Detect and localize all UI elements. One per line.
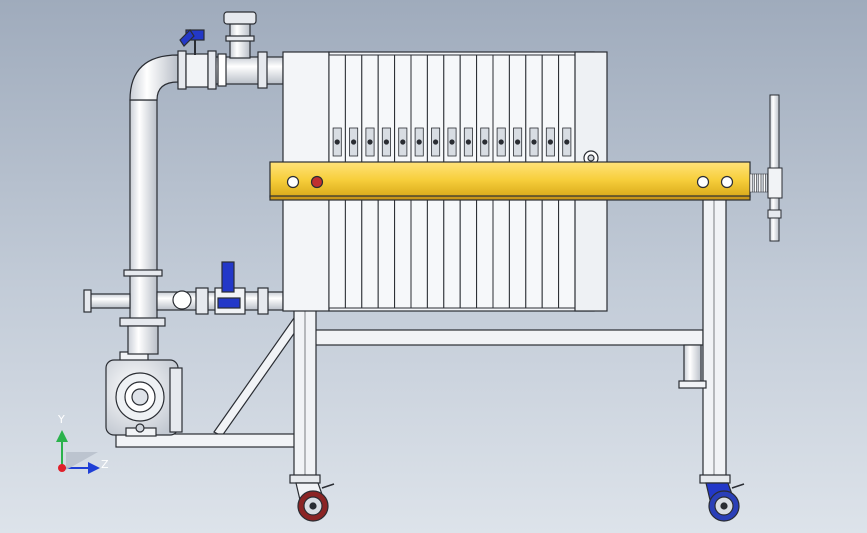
screw-thread: [758, 173, 762, 193]
screw-thread: [765, 173, 768, 193]
axis-z-label: Z: [101, 458, 109, 471]
screw-thread: [751, 173, 755, 193]
plate-handle-bolt: [433, 139, 439, 145]
vent-cap: [223, 11, 257, 25]
cross-bar: [299, 329, 704, 346]
clamp-ring: [172, 290, 192, 310]
diagonal-brace: [213, 317, 301, 437]
screw-thread: [762, 173, 766, 193]
riser-flange: [119, 317, 166, 327]
plate-handle-bolt: [465, 139, 471, 145]
plate-handle-bolt: [564, 139, 570, 145]
beam-indicator: [310, 175, 324, 189]
axis-y-label: Y: [58, 413, 65, 426]
beam-hole: [286, 175, 300, 189]
right-leg: [702, 195, 727, 481]
drain-pipe: [683, 344, 702, 384]
plate-handle-bolt: [400, 139, 406, 145]
plate-handle-bolt: [383, 139, 389, 145]
screw-thread: [760, 173, 764, 193]
drain-flange: [678, 380, 707, 389]
coordinate-triad: [56, 430, 100, 474]
plate-handle-bolt: [351, 139, 357, 145]
lower-manifold: [83, 261, 284, 315]
plate-handle-bolt: [498, 139, 504, 145]
plate-handle-bolt: [531, 139, 537, 145]
plate-handle-bolt: [547, 139, 554, 145]
side-beam: [269, 161, 751, 201]
z-axis-arrow: [88, 462, 100, 474]
pump-motor: [105, 351, 183, 437]
tightening-screw: [749, 94, 783, 242]
plate-handle-bolt: [449, 139, 455, 145]
caster-right: [699, 474, 745, 522]
lower-valve-handle: [221, 261, 235, 293]
inlet-riser: [119, 54, 179, 355]
upper-elbow: [129, 54, 179, 101]
beam-hole: [720, 175, 734, 189]
y-axis-arrow: [56, 430, 68, 442]
plate-handle-bolt: [334, 139, 340, 145]
plate-handle-bolt: [514, 139, 521, 145]
triad-plane: [66, 452, 98, 470]
plate-handle-bolt: [482, 139, 488, 145]
plate-handle-bolt: [367, 139, 373, 145]
support-frame: [115, 195, 727, 481]
screw-thread: [749, 173, 753, 193]
caster-left: [289, 474, 335, 522]
screw-thread: [756, 173, 760, 193]
beam-hole: [696, 175, 710, 189]
upper-manifold: [177, 11, 284, 90]
screw-thread: [754, 173, 757, 193]
x-axis-origin: [58, 464, 66, 472]
plate-handle-bolt: [416, 139, 422, 145]
